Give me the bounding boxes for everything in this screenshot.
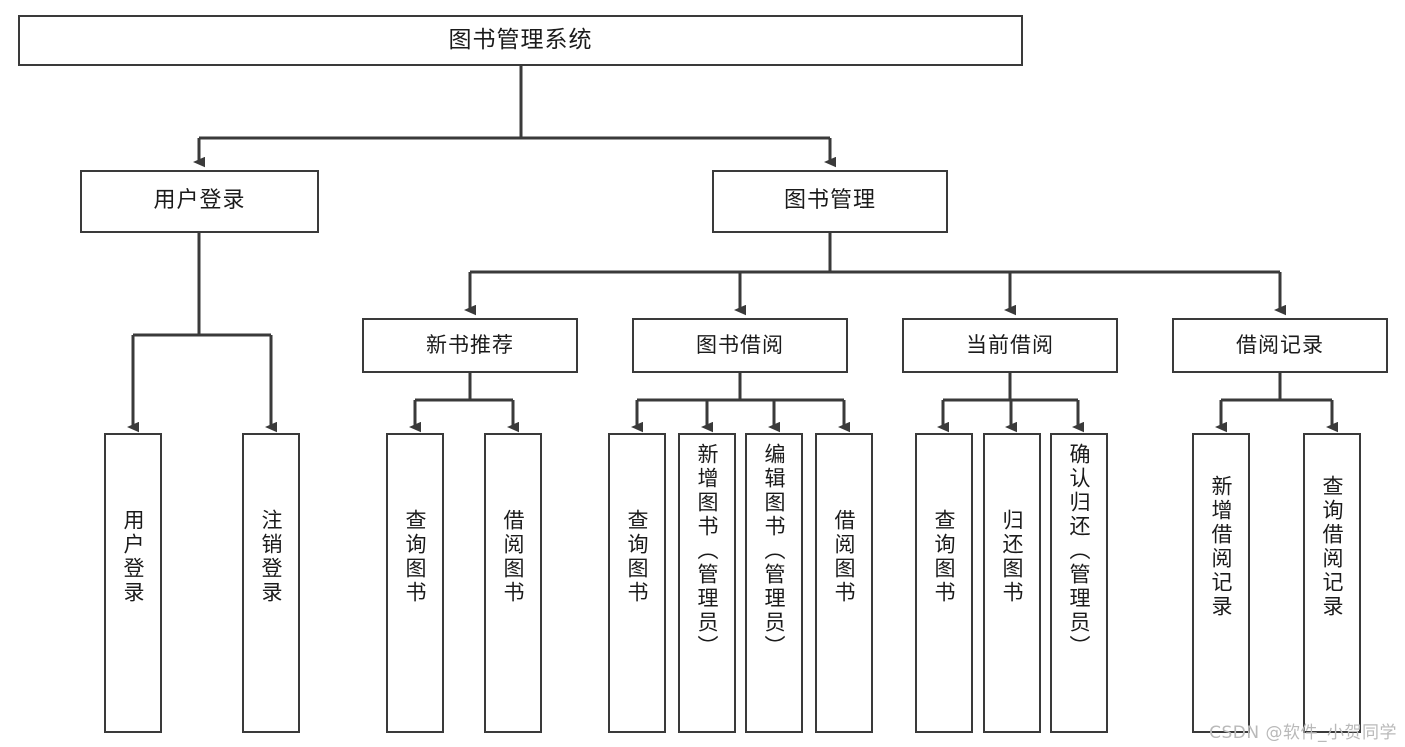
node-leaf-query-book-2-label: 查询图书	[625, 509, 650, 605]
node-leaf-query-book-1[interactable]: 查询图书	[386, 433, 444, 733]
csdn-watermark: CSDN @软件_小贺同学	[1209, 723, 1397, 743]
node-book-manage[interactable]: 图书管理	[712, 170, 948, 233]
node-leaf-add-book[interactable]: 新增图书（管理员）	[678, 433, 736, 733]
node-leaf-edit-book[interactable]: 编辑图书（管理员）	[745, 433, 803, 733]
node-leaf-add-record[interactable]: 新增借阅记录	[1192, 433, 1250, 733]
node-current-borrow-label: 当前借阅	[966, 332, 1054, 357]
node-leaf-borrow-book-2[interactable]: 借阅图书	[815, 433, 873, 733]
node-leaf-borrow-book-1[interactable]: 借阅图书	[484, 433, 542, 733]
node-new-book-recommend-label: 新书推荐	[426, 332, 514, 357]
node-current-borrow[interactable]: 当前借阅	[902, 318, 1118, 373]
node-user-login-label: 用户登录	[153, 188, 246, 214]
node-root[interactable]: 图书管理系统	[18, 15, 1023, 66]
node-leaf-query-book-2[interactable]: 查询图书	[608, 433, 666, 733]
node-leaf-query-book-3[interactable]: 查询图书	[915, 433, 973, 733]
node-borrow-record-label: 借阅记录	[1236, 332, 1324, 357]
node-leaf-user-login-label: 用户登录	[121, 509, 146, 605]
node-borrow-record[interactable]: 借阅记录	[1172, 318, 1388, 373]
node-leaf-query-book-3-label: 查询图书	[932, 509, 957, 605]
node-leaf-confirm-return[interactable]: 确认归还（管理员）	[1050, 433, 1108, 733]
node-leaf-confirm-return-label: 确认归还（管理员）	[1067, 443, 1092, 659]
node-leaf-borrow-book-2-label: 借阅图书	[832, 509, 857, 605]
node-leaf-query-book-1-label: 查询图书	[403, 509, 428, 605]
node-leaf-query-record[interactable]: 查询借阅记录	[1303, 433, 1361, 733]
node-new-book-recommend[interactable]: 新书推荐	[362, 318, 578, 373]
node-root-label: 图书管理系统	[448, 26, 593, 53]
node-book-manage-label: 图书管理	[783, 188, 876, 214]
node-leaf-add-record-label: 新增借阅记录	[1209, 475, 1234, 619]
node-book-borrow[interactable]: 图书借阅	[632, 318, 848, 373]
node-leaf-query-record-label: 查询借阅记录	[1320, 475, 1345, 619]
node-leaf-user-login[interactable]: 用户登录	[104, 433, 162, 733]
node-leaf-return-book[interactable]: 归还图书	[983, 433, 1041, 733]
node-leaf-edit-book-label: 编辑图书（管理员）	[762, 443, 787, 659]
node-user-login[interactable]: 用户登录	[80, 170, 319, 233]
node-leaf-logout-login-label: 注销登录	[259, 509, 284, 605]
node-leaf-borrow-book-1-label: 借阅图书	[501, 509, 526, 605]
node-leaf-logout-login[interactable]: 注销登录	[242, 433, 300, 733]
node-leaf-add-book-label: 新增图书（管理员）	[695, 443, 720, 659]
node-book-borrow-label: 图书借阅	[696, 332, 784, 357]
node-leaf-return-book-label: 归还图书	[1000, 509, 1025, 605]
